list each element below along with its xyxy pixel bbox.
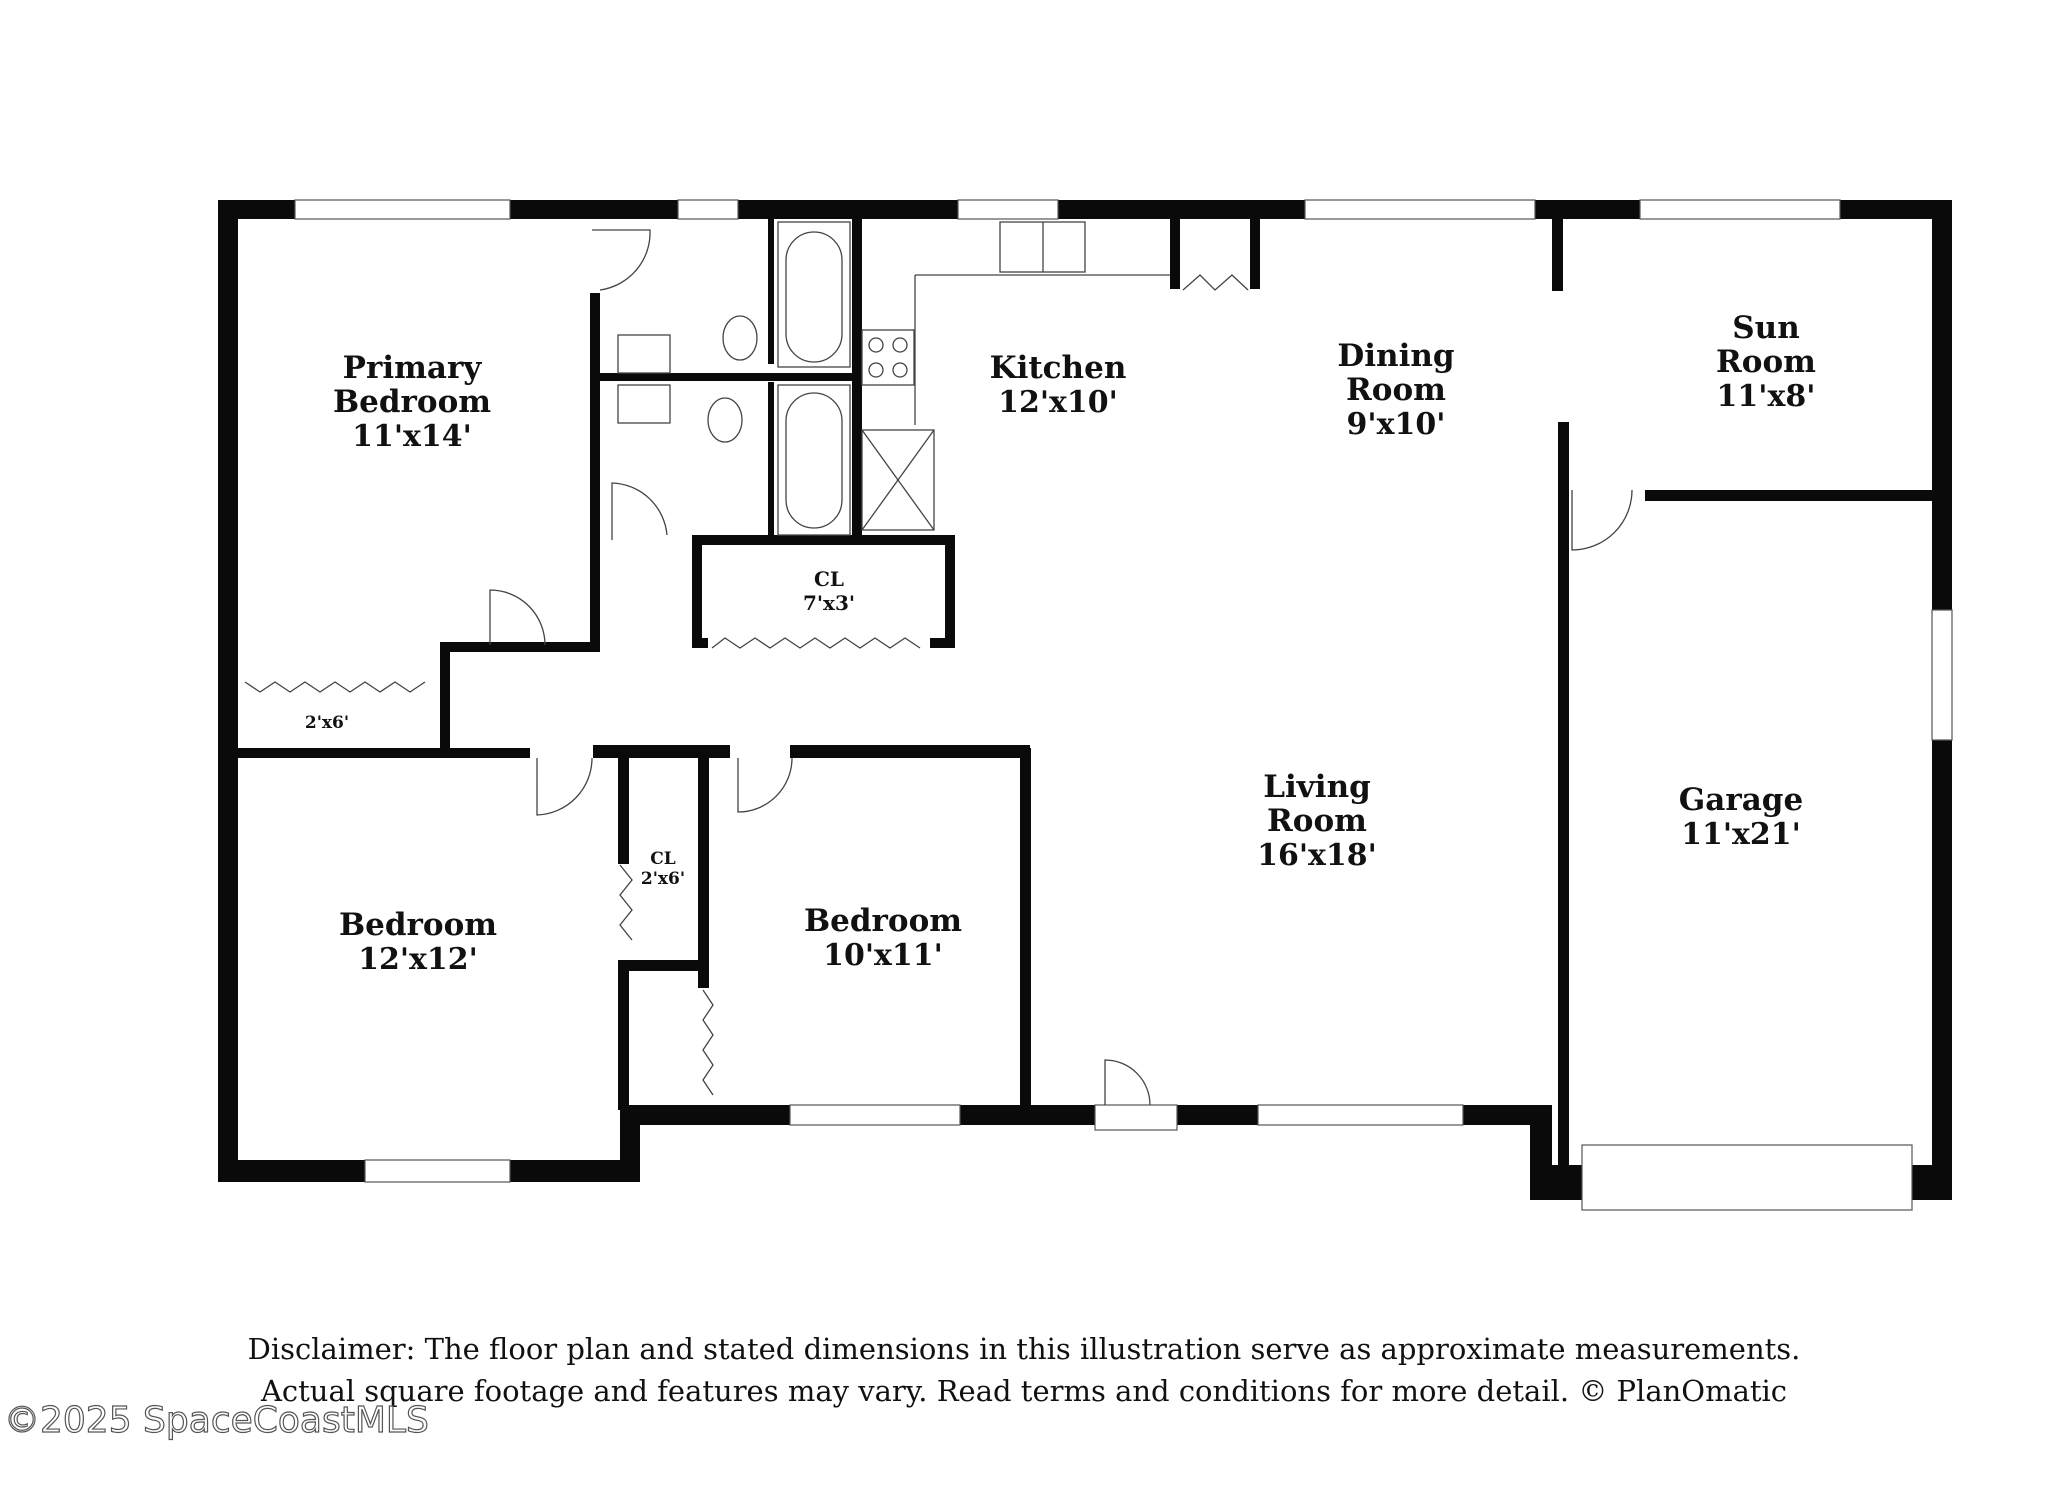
room-name: CL xyxy=(650,849,676,869)
room-living-room: Living Room 16'x18' xyxy=(1257,769,1377,873)
room-bedroom-middle: Bedroom 10'x11' xyxy=(804,903,962,973)
fixtures xyxy=(617,221,1170,536)
room-sun-room: Sun Room 11'x8' xyxy=(1716,310,1816,414)
walls xyxy=(218,200,1952,1200)
windows xyxy=(294,199,1953,1211)
room-name: Kitchen xyxy=(990,350,1127,386)
room-dimensions: 7'x3' xyxy=(803,591,855,615)
room-name: Bedroom xyxy=(339,907,497,943)
room-dimensions: 12'x12' xyxy=(358,942,478,977)
room-name: Sun xyxy=(1732,310,1799,346)
toilet-upper xyxy=(722,315,758,361)
room-dimensions: 2'x6' xyxy=(641,869,685,889)
room-dining-room: Dining Room 9'x10' xyxy=(1337,338,1454,442)
sink-lower xyxy=(617,384,671,424)
room-primary-closet: 2'x6' xyxy=(305,713,349,733)
room-hall-closet: CL 7'x3' xyxy=(803,567,855,615)
room-dimensions: 16'x18' xyxy=(1257,838,1377,873)
room-dimensions: 12'x10' xyxy=(998,385,1118,420)
room-dimensions: 11'x14' xyxy=(352,419,472,454)
room-name: Room xyxy=(1716,344,1816,380)
room-name: Garage xyxy=(1679,782,1803,818)
disclaimer-line-2: Actual square footage and features may v… xyxy=(260,1374,1788,1408)
room-primary-bedroom: Primary Bedroom 11'x14' xyxy=(333,350,491,454)
room-garage: Garage 11'x21' xyxy=(1679,782,1803,852)
room-name: Room xyxy=(1346,372,1446,408)
room-name: Bedroom xyxy=(333,384,491,420)
range xyxy=(861,329,915,386)
room-dimensions: 9'x10' xyxy=(1347,407,1446,442)
room-small-closet: CL 2'x6' xyxy=(641,849,685,889)
room-name: Bedroom xyxy=(804,903,962,939)
room-name: CL xyxy=(814,567,844,591)
sink-upper xyxy=(617,334,671,374)
room-kitchen: Kitchen 12'x10' xyxy=(990,350,1127,420)
room-dimensions: 2'x6' xyxy=(305,713,349,733)
toilet-lower xyxy=(707,397,743,443)
room-name: Living xyxy=(1263,769,1371,805)
room-name: Dining xyxy=(1337,338,1454,374)
disclaimer-line-1: Disclaimer: The floor plan and stated di… xyxy=(247,1332,1801,1366)
watermark: ©2025 SpaceCoastMLS xyxy=(3,1399,429,1441)
bifold-doors xyxy=(244,637,921,1096)
room-name: Primary xyxy=(343,350,483,386)
room-bedroom-left: Bedroom 12'x12' xyxy=(339,907,497,977)
door-swings xyxy=(489,229,1633,1106)
room-dimensions: 11'x21' xyxy=(1681,817,1801,852)
room-name: Room xyxy=(1267,803,1367,839)
room-dimensions: 10'x11' xyxy=(823,938,943,973)
room-dimensions: 11'x8' xyxy=(1717,379,1816,414)
